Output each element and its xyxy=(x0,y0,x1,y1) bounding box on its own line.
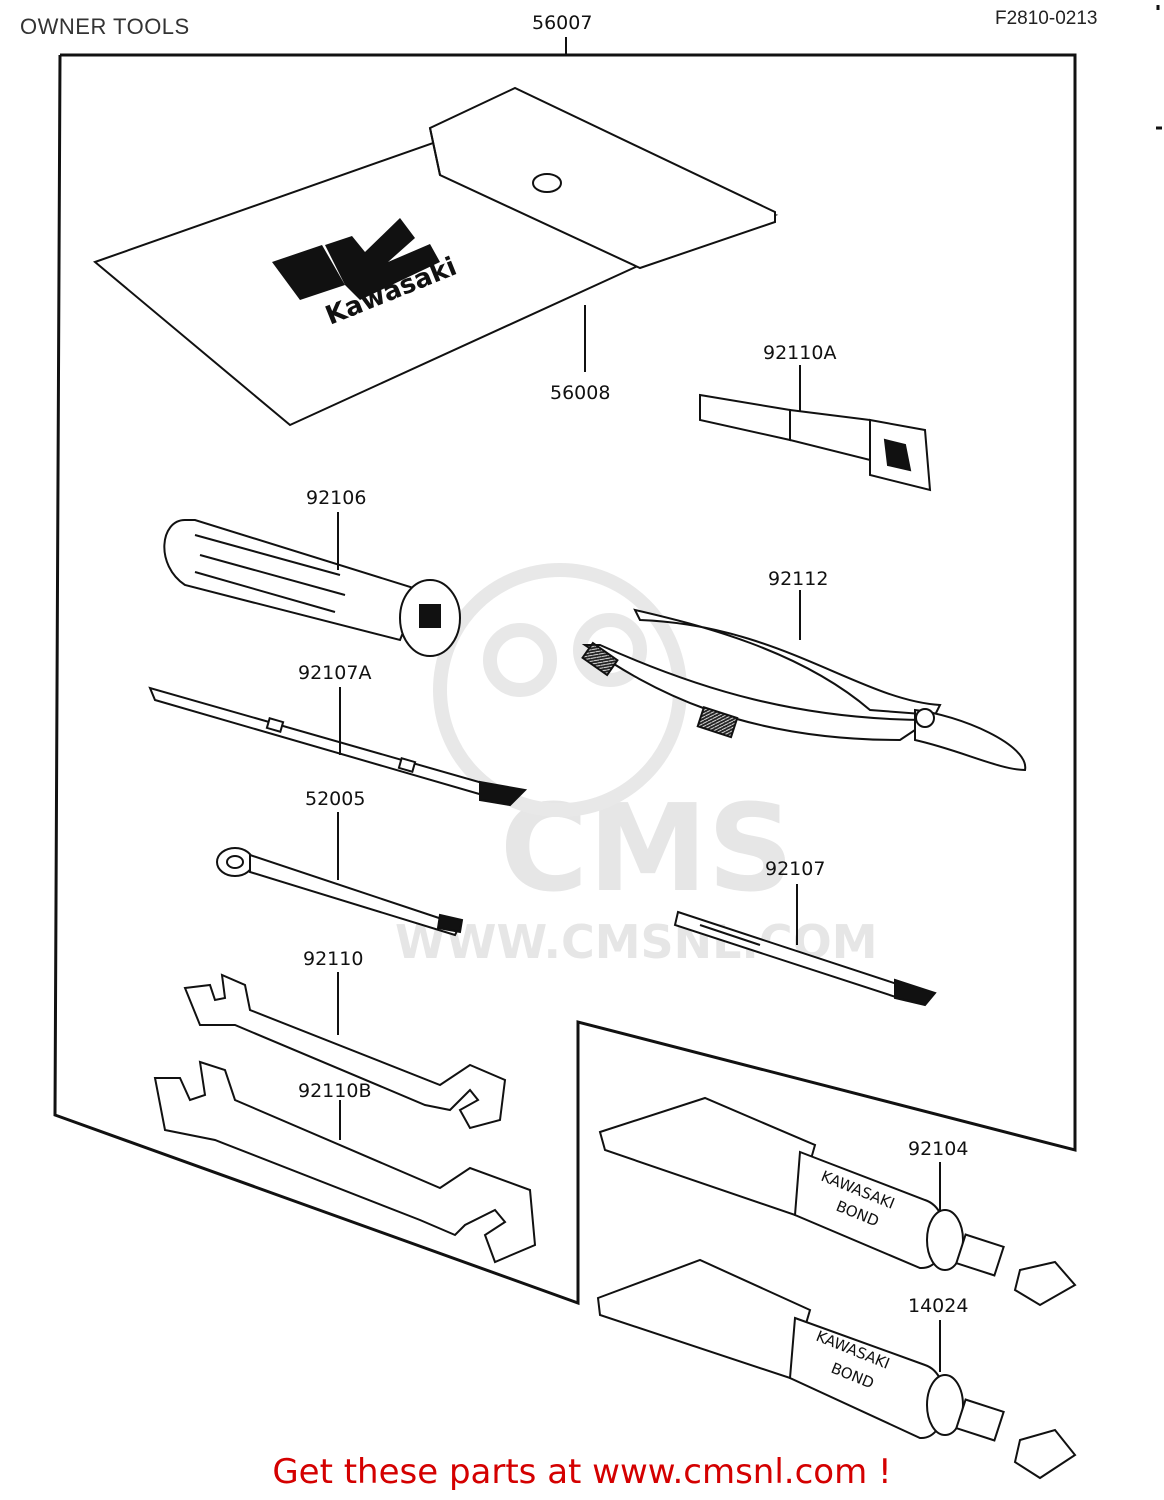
part-label-56007[interactable]: 56007 xyxy=(532,12,593,34)
part-label-92110A[interactable]: 92110A xyxy=(763,342,837,364)
watermark-mascot xyxy=(433,563,687,817)
part-label-14024[interactable]: 14024 xyxy=(908,1295,969,1317)
figure-code: F2810-0213 xyxy=(995,8,1098,29)
large-wrench-drawing xyxy=(153,1060,537,1264)
plug-wrench-drawing xyxy=(699,393,932,492)
flat-screwdriver-drawing xyxy=(148,686,528,807)
spoke-wrench-drawing xyxy=(216,847,464,937)
phillips-screwdriver-drawing xyxy=(673,910,937,1007)
part-label-92107A[interactable]: 92107A xyxy=(298,662,372,684)
bond-tube-2-drawing xyxy=(596,1258,1077,1480)
handle-drawing xyxy=(163,519,461,657)
part-label-92110[interactable]: 92110 xyxy=(303,948,364,970)
part-label-52005[interactable]: 52005 xyxy=(305,788,366,810)
page-title: OWNER TOOLS xyxy=(20,14,190,39)
footer-cta[interactable]: Get these parts at www.cmsnl.com ! xyxy=(272,1452,892,1492)
part-label-92110B[interactable]: 92110B xyxy=(298,1080,372,1102)
pouch-drawing xyxy=(93,86,779,427)
part-label-92104[interactable]: 92104 xyxy=(908,1138,969,1160)
part-label-92107[interactable]: 92107 xyxy=(765,858,826,880)
part-label-92112[interactable]: 92112 xyxy=(768,568,829,590)
small-wrench-drawing xyxy=(183,973,507,1130)
kawasaki-logo xyxy=(272,218,440,300)
part-label-92106[interactable]: 92106 xyxy=(306,487,367,509)
part-label-56008[interactable]: 56008 xyxy=(550,382,611,404)
kit-outline xyxy=(53,53,1077,1306)
pliers-drawing xyxy=(581,608,1027,772)
bond-tube-1-drawing xyxy=(598,1096,1077,1307)
